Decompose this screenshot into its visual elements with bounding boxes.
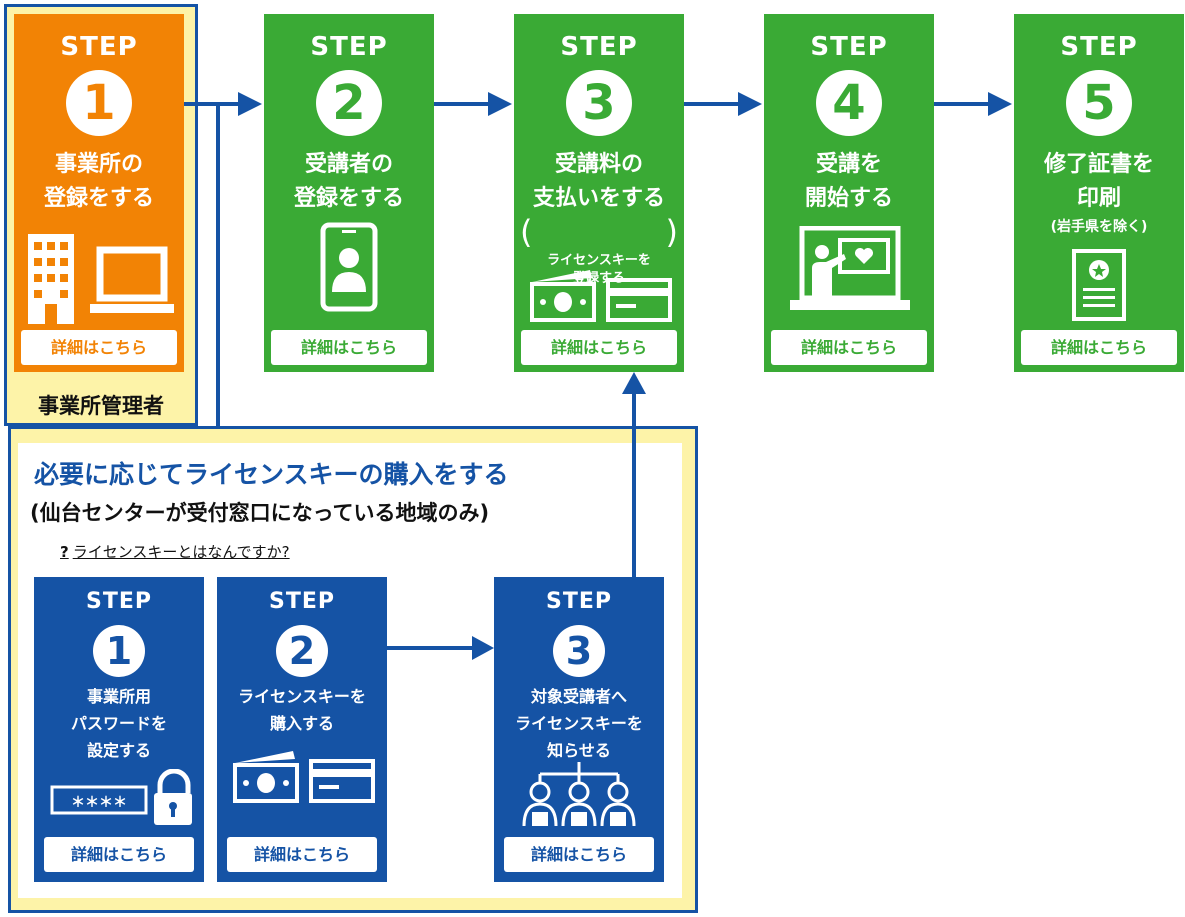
online-lecture-icon	[790, 226, 910, 310]
license-step-3: STEP 3 対象受講者へ ライセンスキーを 知らせる 詳細はこちら	[494, 577, 664, 882]
main-step-1: STEP 1 事業所の 登録をする 詳細はこちら	[14, 14, 184, 372]
details-button[interactable]: 詳細はこちら	[521, 330, 677, 365]
three-users-tree-icon	[522, 762, 636, 827]
paren-right: )	[665, 213, 678, 251]
step-label: STEP	[560, 32, 638, 62]
question-icon: ?	[60, 543, 69, 561]
step-title: 事業所の 登録をする	[43, 152, 154, 211]
step-label: STEP	[1060, 32, 1138, 62]
main-step-4: STEP 4 受講を 開始する 詳細はこちら	[764, 14, 934, 372]
step-title: 受講を 開始する	[804, 152, 893, 211]
step-note: (岩手県を除く)	[1050, 219, 1148, 235]
step-label: STEP	[810, 32, 888, 62]
step-label: STEP	[60, 32, 138, 62]
step-number: 2	[276, 625, 328, 677]
license-step-1: STEP 1 事業所用 パスワードを 設定する ＊＊＊＊ 詳細はこちら	[34, 577, 204, 882]
building-and-laptop-icon	[28, 234, 174, 324]
step-title: 受講料の 支払いをする	[532, 152, 665, 211]
step-title: 修了証書を 印刷	[1043, 152, 1154, 211]
step-number: 4	[816, 70, 882, 136]
password-lock-icon: ＊＊＊＊	[50, 769, 192, 825]
faq-link-text: ライセンスキーとはなんですか?	[72, 543, 290, 561]
details-button[interactable]: 詳細はこちら	[227, 837, 377, 872]
step-number: 1	[93, 625, 145, 677]
smartphone-user-icon	[320, 222, 378, 312]
paren-left: (	[520, 213, 533, 251]
step-number: 3	[553, 625, 605, 677]
step-number: 5	[1066, 70, 1132, 136]
main-step-3: STEP 3 受講料の 支払いをする ( ライセンスキーを 登録する ) 詳細は…	[514, 14, 684, 372]
main-step-5: STEP 5 修了証書を 印刷 (岩手県を除く) 詳細はこちら	[1014, 14, 1184, 372]
details-button[interactable]: 詳細はこちら	[44, 837, 194, 872]
main-step-2: STEP 2 受講者の 登録をする 詳細はこちら	[264, 14, 434, 372]
admin-label: 事業所管理者	[38, 394, 164, 418]
money-and-card-icon	[530, 270, 672, 322]
step-label: STEP	[85, 589, 152, 614]
step-number: 1	[66, 70, 132, 136]
details-button[interactable]: 詳細はこちら	[504, 837, 654, 872]
step-title: 事業所用 パスワードを 設定する	[70, 687, 167, 760]
license-section-subheading: (仙台センターが受付窓口になっている地域のみ)	[30, 501, 490, 525]
details-button[interactable]: 詳細はこちら	[271, 330, 427, 365]
step-label: STEP	[268, 589, 335, 614]
license-section-heading: 必要に応じてライセンスキーの購入をする	[34, 460, 509, 489]
step-number: 2	[316, 70, 382, 136]
details-button[interactable]: 詳細はこちら	[1021, 330, 1177, 365]
step-title: ライセンスキーを 購入する	[238, 687, 366, 733]
license-step-2: STEP 2 ライセンスキーを 購入する 詳細はこちら	[217, 577, 387, 882]
details-button[interactable]: 詳細はこちら	[771, 330, 927, 365]
certificate-icon	[1072, 249, 1126, 321]
details-button[interactable]: 詳細はこちら	[21, 330, 177, 365]
faq-link[interactable]: ?ライセンスキーとはなんですか?	[60, 541, 290, 562]
step-label: STEP	[310, 32, 388, 62]
step-title: 受講者の 登録をする	[293, 152, 404, 211]
step-number: 3	[566, 70, 632, 136]
money-and-card-icon	[233, 751, 375, 803]
step-label: STEP	[545, 589, 612, 614]
password-mask: ＊＊＊＊	[71, 795, 127, 811]
step-title: 対象受講者へ ライセンスキーを 知らせる	[515, 687, 643, 760]
